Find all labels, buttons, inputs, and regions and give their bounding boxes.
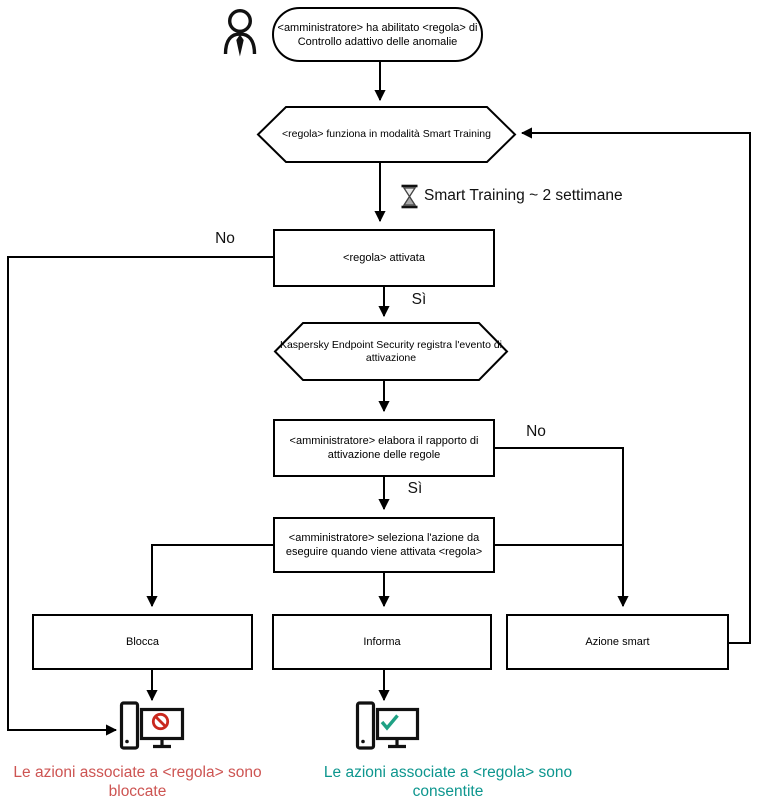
- node-inform-label: Informa: [363, 636, 401, 648]
- caption-blocked-line2: bloccate: [108, 783, 167, 800]
- edge-no-right: [495, 447, 629, 608]
- edge-smart-loop-back: [520, 127, 751, 644]
- edge-label-no-right: No: [526, 423, 546, 440]
- checkmark-icon: [380, 714, 399, 731]
- prohibition-icon: [151, 712, 170, 731]
- edge-label-no-left: No: [215, 230, 235, 247]
- node-select-action-line1: <amministratore> seleziona l'azione da: [288, 532, 480, 544]
- node-select-action-line2: eseguire quando viene attivata <regola>: [285, 546, 483, 558]
- node-block-label: Blocca: [125, 636, 160, 648]
- node-start: <amministratore> ha abilitato <regola> d…: [272, 7, 483, 62]
- node-event-logged-line1: Kaspersky Endpoint Security registra l'e…: [279, 338, 503, 351]
- node-block: Blocca: [32, 614, 253, 670]
- edge-label-yes-lower: Sì: [407, 480, 423, 497]
- computer-blocked-icon: [119, 701, 185, 750]
- hexagon-smart-training: [256, 106, 517, 163]
- node-select-action: <amministratore> seleziona l'azione da e…: [273, 517, 495, 573]
- node-smart-training-label: <regola> funziona in modalità Smart Trai…: [282, 128, 491, 140]
- caption-blocked: Le azioni associate a <regola> sono bloc…: [0, 763, 275, 801]
- node-process-report-line1: <amministratore> elabora il rapporto di: [289, 435, 479, 447]
- edge-label-yes-upper: Sì: [411, 291, 427, 308]
- node-event-logged-line2: attivazione: [365, 351, 417, 364]
- training-duration-label: Smart Training ~ 2 settimane: [424, 187, 623, 204]
- caption-allowed: Le azioni associate a <regola> sono cons…: [310, 763, 586, 801]
- node-start-line2: Controllo adattivo delle anomalie: [297, 35, 458, 48]
- node-start-line1: <amministratore> ha abilitato <regola> d…: [277, 21, 478, 34]
- person-icon: [223, 8, 257, 57]
- edge-no-left-loop: [7, 256, 273, 736]
- caption-allowed-line1: Le azioni associate a <regola> sono: [323, 764, 573, 781]
- hexagon-event-logged: [273, 322, 509, 381]
- edge-select-to-block: [146, 544, 273, 608]
- node-process-report-line2: attivazione delle regole: [327, 449, 441, 461]
- node-rule-triggered: <regola> attivata: [273, 229, 495, 287]
- node-smart-action: Azione smart: [506, 614, 729, 670]
- node-rule-triggered-label: <regola> attivata: [343, 252, 425, 264]
- node-smart-action-label: Azione smart: [585, 636, 650, 648]
- node-event-logged: Kaspersky Endpoint Security registra l'e…: [263, 323, 519, 380]
- node-process-report: <amministratore> elabora il rapporto di …: [273, 419, 495, 477]
- hourglass-icon: [401, 184, 418, 209]
- computer-allowed-icon: [355, 701, 420, 750]
- caption-blocked-line1: Le azioni associate a <regola> sono: [13, 764, 262, 781]
- caption-allowed-line2: consentite: [412, 783, 484, 800]
- node-inform: Informa: [272, 614, 492, 670]
